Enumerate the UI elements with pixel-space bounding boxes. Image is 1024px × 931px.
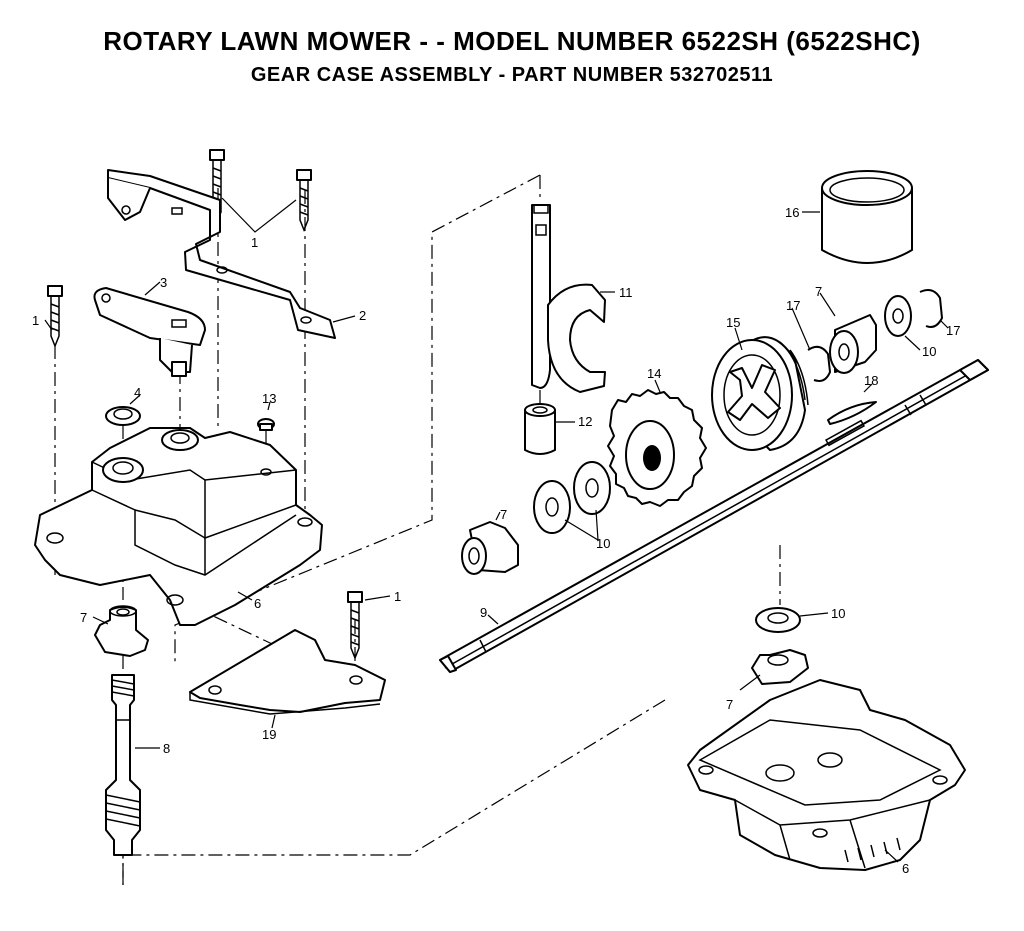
callout-4: 4 (134, 385, 141, 400)
callout-12: 12 (578, 414, 592, 429)
axle-shaft-part-9 (439, 359, 989, 673)
bracket-part-2 (107, 169, 336, 339)
washer-part-10-mid-a (533, 480, 571, 534)
callout-11: 11 (619, 285, 633, 300)
callout-9: 9 (480, 605, 487, 620)
bushing-part-7-left (94, 605, 149, 657)
screw-part-1-lower (347, 591, 363, 661)
callout-13: 13 (262, 391, 276, 406)
callout-10-top-right: 10 (922, 344, 936, 359)
washer-part-4 (105, 406, 141, 426)
collar-part-12 (524, 403, 556, 455)
callout-2: 2 (359, 308, 366, 323)
callout-16: 16 (785, 205, 799, 220)
callout-17-right: 17 (946, 323, 960, 338)
diagram-subtitle: GEAR CASE ASSEMBLY - PART NUMBER 5327025… (250, 64, 774, 86)
washer-part-10-bottom (755, 607, 801, 633)
callout-8: 8 (163, 741, 170, 756)
bushing-part-7-top-right (829, 314, 877, 374)
callout-3: 3 (160, 275, 167, 290)
callout-10-bottom: 10 (831, 606, 845, 621)
callout-6-bottom: 6 (902, 861, 909, 876)
worm-shaft-part-8 (105, 674, 141, 856)
callout-7-bottom-right: 7 (726, 697, 733, 712)
clutch-part-15 (711, 336, 809, 451)
diagram-title: ROTARY LAWN MOWER - - MODEL NUMBER 6522S… (103, 26, 921, 56)
callout-7-top-right: 7 (815, 284, 822, 299)
callout-labels: 1 1 1 2 3 4 6 6 7 7 7 7 8 9 10 10 10 11 … (32, 205, 960, 876)
callout-1-left: 1 (32, 313, 39, 328)
callout-7-left: 7 (80, 610, 87, 625)
shift-lever-part-3 (93, 287, 206, 377)
callout-1-lower: 1 (394, 589, 401, 604)
shift-fork-part-11 (531, 204, 606, 393)
bushing-part-7-bottom-right (751, 649, 809, 685)
retaining-ring-part-17-left (807, 345, 831, 382)
plug-part-13 (257, 418, 275, 431)
callout-18: 18 (864, 373, 878, 388)
screw-part-1-top-right (296, 169, 312, 233)
plate-part-19 (189, 629, 386, 715)
sleeve-part-16 (821, 170, 913, 264)
key-part-18 (827, 401, 877, 425)
callout-7-middle: 7 (500, 507, 507, 522)
callout-6-top: 6 (254, 596, 261, 611)
bushing-part-7-middle (461, 521, 519, 575)
callout-15: 15 (726, 315, 740, 330)
gear-case-top-part-6 (34, 427, 323, 626)
gear-part-14 (607, 389, 707, 507)
retaining-ring-part-17-right (919, 289, 943, 328)
callout-17-left: 17 (786, 298, 800, 313)
washer-part-10-top-right (884, 295, 912, 337)
callout-1-top: 1 (251, 235, 258, 250)
callout-10-middle: 10 (596, 536, 610, 551)
callout-19: 19 (262, 727, 276, 742)
callout-14: 14 (647, 366, 661, 381)
gear-case-bottom-part-6 (687, 679, 966, 871)
washer-part-10-mid-b (573, 461, 611, 515)
screw-part-1-left (47, 285, 63, 349)
